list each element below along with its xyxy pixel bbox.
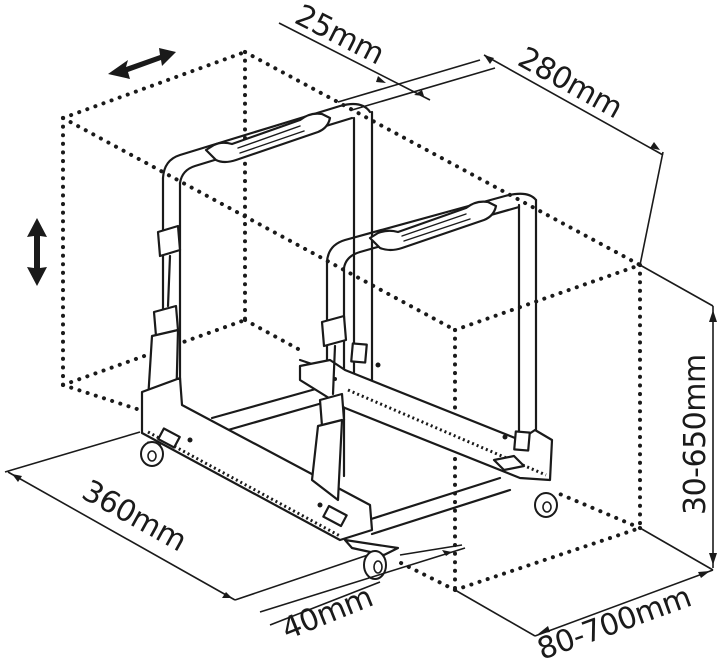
dimension-top-thickness: 25mm	[278, 0, 496, 111]
back-base-rail	[140, 376, 374, 542]
caster-back-right	[343, 538, 400, 580]
dimension-base-thickness: 40mm	[259, 544, 466, 648]
back-strap-buckle-upper	[156, 224, 182, 258]
double-arrow-vertical-icon	[27, 218, 47, 286]
front-strap-buckle-lower	[318, 392, 346, 428]
label-280mm: 280mm	[512, 40, 628, 126]
label-30-650mm: 30-650mm	[678, 354, 713, 515]
front-strap-buckle-upper	[320, 314, 348, 348]
dimension-height: 30-650mm	[639, 264, 717, 571]
label-25mm: 25mm	[289, 0, 389, 72]
double-arrow-horizontal-icon	[108, 48, 176, 79]
front-frame	[298, 192, 558, 518]
caster-back-left	[140, 441, 164, 467]
dimension-length: 80-700mm	[454, 569, 714, 667]
dimension-depth: 280mm	[483, 40, 664, 266]
back-frame	[140, 102, 400, 580]
label-360mm: 360mm	[76, 473, 192, 559]
caster-front-right	[534, 492, 558, 518]
label-80-700mm: 80-700mm	[533, 580, 696, 667]
label-40mm: 40mm	[277, 580, 378, 648]
base-crossbars	[210, 358, 512, 536]
front-strap-tail	[310, 418, 344, 502]
